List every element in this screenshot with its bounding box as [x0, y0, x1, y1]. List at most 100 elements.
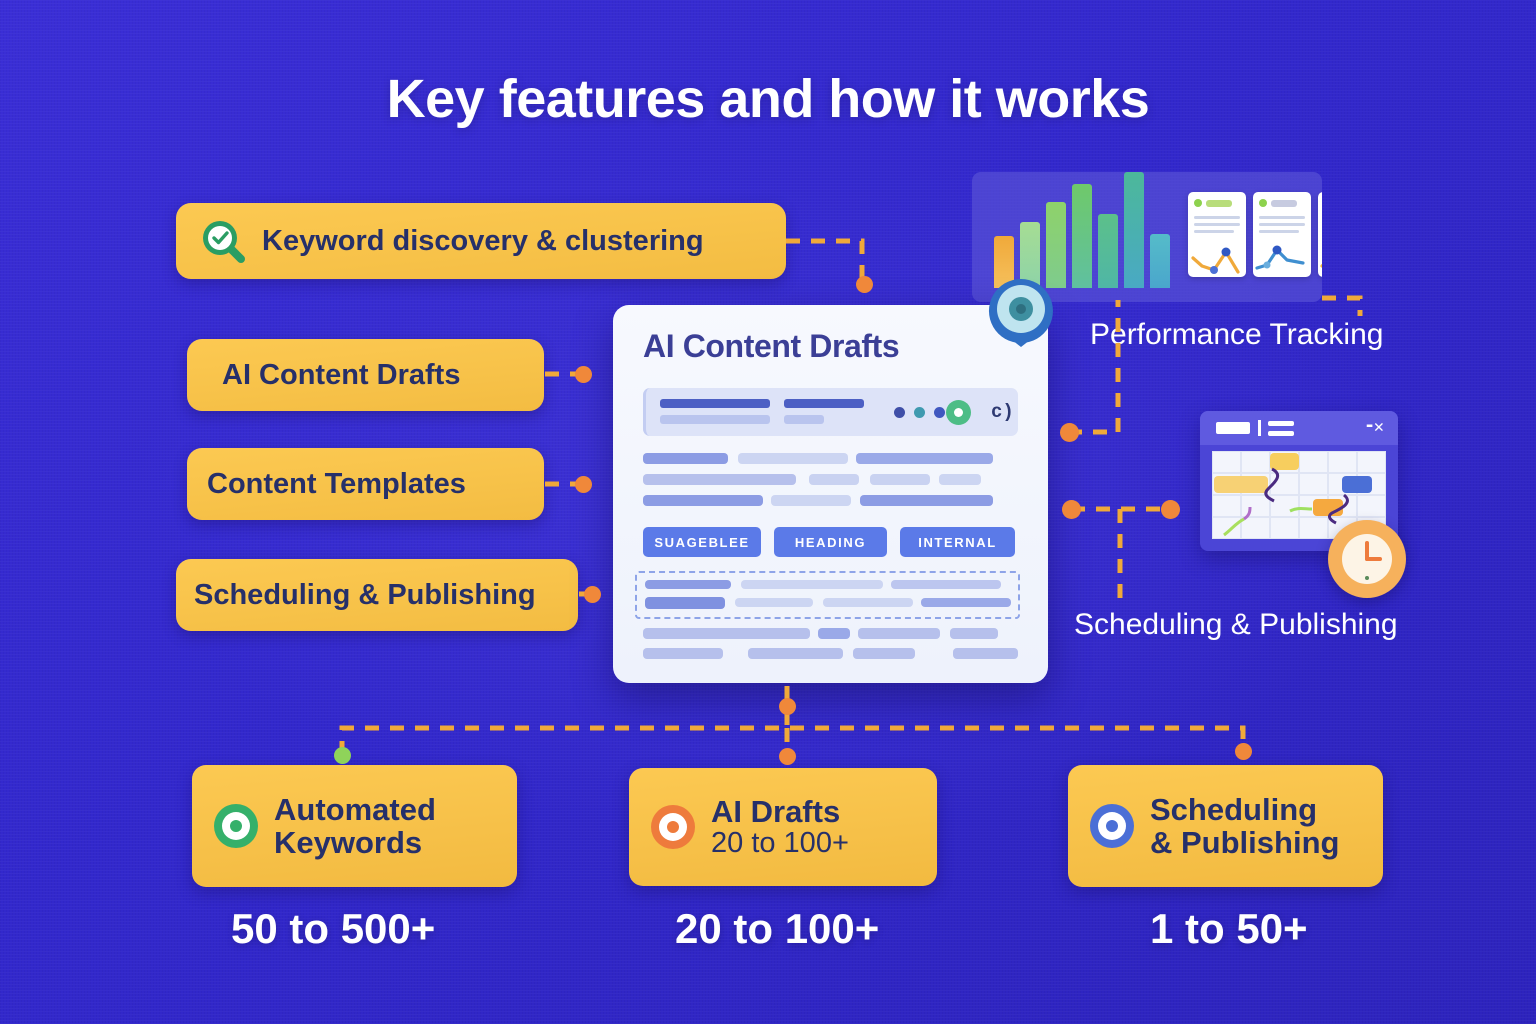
- calendar-cell: [1212, 517, 1241, 539]
- feature-pill-ai-content-drafts[interactable]: AI Content Drafts: [187, 339, 544, 411]
- text-line-placeholder: [741, 580, 883, 589]
- calendar-cell: [1241, 517, 1270, 539]
- text-line-placeholder: [891, 580, 1001, 589]
- sparkline-chart: [1191, 247, 1240, 274]
- toolbar-dot-icon: [894, 407, 905, 418]
- text-line-placeholder: [643, 648, 723, 659]
- tag-chip[interactable]: SUAGEBLEE: [643, 527, 761, 557]
- ai-content-drafts-card[interactable]: AI Content Drafts c) SUAGEBLEE HEADING I…: [613, 305, 1048, 683]
- tag-chip[interactable]: INTERNAL: [900, 527, 1015, 557]
- bullseye-icon: [651, 805, 695, 849]
- text-line-placeholder: [856, 453, 993, 464]
- bullseye-icon: [214, 804, 258, 848]
- calendar-event[interactable]: [1270, 453, 1299, 470]
- metric-card-scheduling-publishing[interactable]: Scheduling & Publishing: [1068, 765, 1383, 887]
- scheduling-publishing-label: Scheduling & Publishing: [1074, 608, 1398, 641]
- text-line-placeholder: [645, 580, 731, 589]
- chart-bar: [994, 236, 1014, 288]
- toolbar-placeholder-bar: [784, 399, 864, 408]
- metric-card-ai-drafts[interactable]: AI Drafts 20 to 100+: [629, 768, 937, 886]
- metric-card-automated-keywords[interactable]: Automated Keywords: [192, 765, 517, 887]
- metric-card-line1: Scheduling: [1150, 791, 1318, 827]
- text-line-placeholder: [950, 628, 998, 639]
- sparkline-chart: [1255, 245, 1305, 270]
- connector-dot-green: [334, 747, 351, 764]
- report-mini-card[interactable]: [1253, 192, 1311, 277]
- selected-text-placeholder: [645, 597, 725, 609]
- calendar-grid[interactable]: [1212, 451, 1386, 539]
- status-dot-icon: [1194, 199, 1202, 207]
- text-line-placeholder: [870, 474, 930, 485]
- feature-pill-content-templates[interactable]: Content Templates: [187, 448, 544, 520]
- calendar-event[interactable]: [1342, 476, 1372, 493]
- text-line-placeholder: [643, 474, 796, 485]
- text-line-placeholder: [1194, 223, 1240, 226]
- text-line-placeholder: [1194, 230, 1234, 233]
- calendar-cell: [1357, 451, 1386, 473]
- text-line-placeholder: [1194, 216, 1240, 219]
- text-line-placeholder: [939, 474, 981, 485]
- calendar-cell: [1357, 495, 1386, 517]
- text-line-placeholder: [818, 628, 850, 639]
- text-line-placeholder: [1259, 216, 1305, 219]
- status-dot-icon: [1259, 199, 1267, 207]
- metric-card-line2: Keywords: [274, 825, 423, 860]
- text-line-placeholder: [1259, 230, 1299, 233]
- calendar-cell: [1241, 451, 1270, 473]
- code-glyph-icon: c): [991, 401, 1014, 423]
- toolbar-status-toggle[interactable]: [946, 400, 971, 425]
- report-mini-card[interactable]: [1188, 192, 1246, 277]
- clock-icon: [1328, 520, 1406, 598]
- text-line-placeholder: [921, 598, 1011, 607]
- metric-stat-value: 50 to 500+: [231, 905, 436, 952]
- calendar-flow-lines: [1223, 467, 1349, 537]
- report-mini-card[interactable]: [1318, 192, 1322, 277]
- calendar-event[interactable]: [1214, 476, 1268, 493]
- header-block-icon: [1216, 422, 1250, 434]
- chart-bar: [1150, 234, 1170, 288]
- compass-search-icon: [985, 275, 1057, 347]
- feature-pill-label: AI Content Drafts: [222, 358, 461, 391]
- header-line-icon: [1268, 421, 1294, 426]
- text-line-placeholder: [643, 453, 728, 464]
- card-title: AI Content Drafts: [643, 328, 900, 364]
- calendar-cell: [1299, 451, 1328, 473]
- sparkline-chart: [1320, 263, 1322, 268]
- connector-dot: [856, 276, 873, 293]
- text-line-placeholder: [643, 628, 810, 639]
- connector-dot: [1060, 423, 1079, 442]
- tag-chip[interactable]: HEADING: [774, 527, 887, 557]
- feature-pill-label: Scheduling & Publishing: [194, 578, 536, 611]
- card-toolbar[interactable]: c): [643, 388, 1018, 436]
- feature-pill-label: Content Templates: [207, 467, 466, 500]
- calendar-cell: [1299, 517, 1328, 539]
- feature-pill-label: Keyword discovery & clustering: [262, 224, 704, 257]
- metric-card-line1: Automated: [274, 791, 436, 827]
- feature-pill-keyword-discovery[interactable]: Keyword discovery & clustering: [176, 203, 786, 279]
- text-line-placeholder: [643, 495, 763, 506]
- text-line-placeholder: [1259, 223, 1305, 226]
- bullseye-icon: [1090, 804, 1134, 848]
- toolbar-placeholder-bar: [784, 415, 824, 424]
- connector-dot: [779, 698, 796, 715]
- toolbar-dot-icon: [934, 407, 945, 418]
- text-line-placeholder: [953, 648, 1018, 659]
- connector-dot: [584, 586, 601, 603]
- text-line-placeholder: [748, 648, 843, 659]
- text-line-placeholder: [853, 648, 915, 659]
- text-line-placeholder: [860, 495, 993, 506]
- connector-dot: [779, 748, 796, 765]
- performance-tracking-panel[interactable]: [972, 172, 1322, 302]
- close-icon[interactable]: ⁃✕: [1365, 419, 1384, 438]
- feature-pill-scheduling-publishing[interactable]: Scheduling & Publishing: [176, 559, 578, 631]
- panel-header: ⁃✕: [1200, 411, 1398, 445]
- metric-stat-value: 1 to 50+: [1150, 905, 1308, 952]
- highlighted-block[interactable]: [635, 571, 1020, 619]
- toolbar-placeholder-bar: [660, 399, 770, 408]
- calendar-cell: [1299, 473, 1328, 495]
- connector-dot: [1235, 743, 1252, 760]
- report-title-placeholder: [1271, 200, 1297, 207]
- text-line-placeholder: [858, 628, 940, 639]
- text-line-placeholder: [823, 598, 913, 607]
